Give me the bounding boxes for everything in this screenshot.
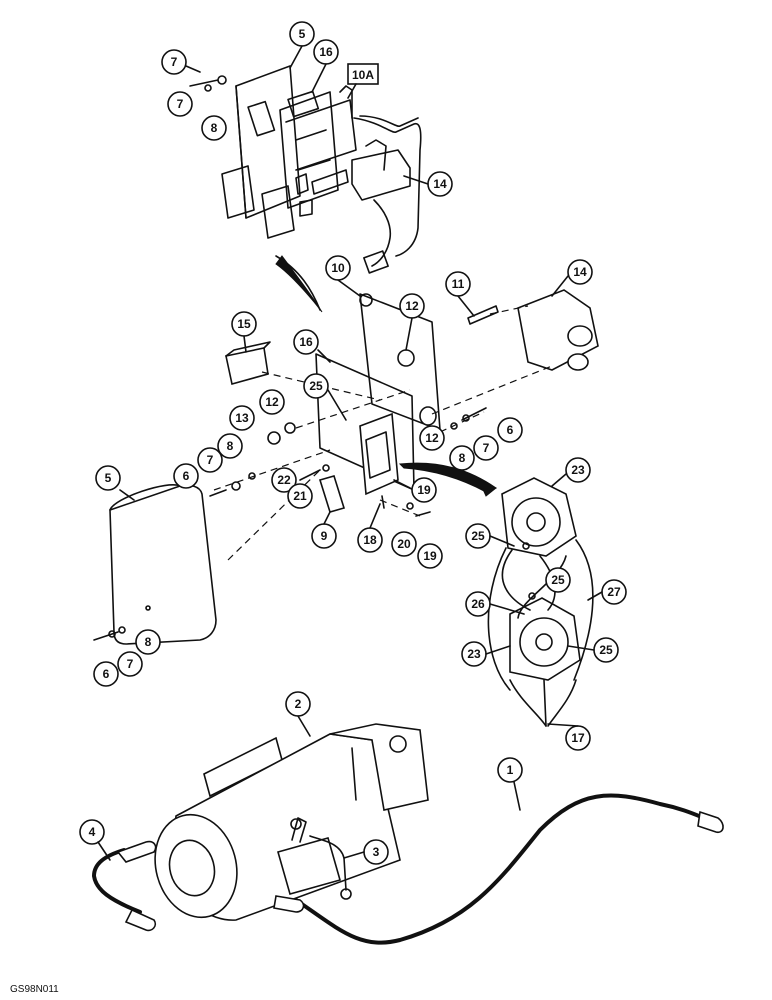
starter-motor <box>154 723 429 921</box>
cables <box>91 793 724 945</box>
callout-26-mid: 25 <box>551 573 565 587</box>
callout-8-left: 8 <box>227 439 234 453</box>
callout-23: 22 <box>277 473 291 487</box>
callout-13: 12 <box>265 395 279 409</box>
callout-12-top: 12 <box>405 299 419 313</box>
inset-assembly <box>189 65 422 313</box>
callout-17: 16 <box>319 45 333 59</box>
callout-7: 7 <box>177 97 184 111</box>
callout-8-right: 8 <box>459 451 466 465</box>
callout-4: 4 <box>89 825 96 839</box>
callout-12: 12 <box>425 431 439 445</box>
callout-15-top: 14 <box>433 177 447 191</box>
callout-19: 19 <box>417 483 431 497</box>
callout-10a: 10A <box>352 68 374 82</box>
callout-6: 7 <box>171 55 178 69</box>
callout-20: 19 <box>423 549 437 563</box>
callout-8-bottom: 8 <box>145 635 152 649</box>
callout-7-right: 7 <box>483 441 490 455</box>
callout-6-left: 6 <box>183 469 190 483</box>
callout-22: 21 <box>293 489 307 503</box>
leader-lines <box>97 45 603 861</box>
figure-reference: GS98N011 <box>10 984 59 995</box>
relay-assembly <box>209 289 599 561</box>
relay-cover <box>93 484 217 645</box>
callout-24-top: 23 <box>571 463 585 477</box>
callout-24: 23 <box>467 647 481 661</box>
callout-8: 8 <box>211 121 218 135</box>
callout-27: 26 <box>471 597 485 611</box>
callout-28: 27 <box>607 585 621 599</box>
callout-14: 13 <box>235 411 249 425</box>
callout-26-left: 25 <box>471 529 485 543</box>
callout-6-bottom: 6 <box>103 667 110 681</box>
relay-socket-detail <box>487 477 594 727</box>
callout-18: 18 <box>363 533 377 547</box>
callout-16: 15 <box>237 317 251 331</box>
callout-5-cover: 5 <box>105 471 112 485</box>
callout-9: 9 <box>321 529 328 543</box>
callout-1: 1 <box>507 763 514 777</box>
callout-21: 20 <box>397 537 411 551</box>
callout-7-bottom: 7 <box>127 657 134 671</box>
callout-6-right: 6 <box>507 423 514 437</box>
callouts: 7 5 16 10A 7 8 14 10 11 14 12 15 16 25 1… <box>79 21 627 865</box>
callout-15: 14 <box>573 265 587 279</box>
callout-17-mid: 16 <box>299 335 313 349</box>
callout-26-right: 25 <box>599 643 613 657</box>
callout-3: 3 <box>373 845 380 859</box>
callout-5: 5 <box>299 27 306 41</box>
callout-11: 11 <box>452 277 465 291</box>
callout-2: 2 <box>295 697 302 711</box>
callout-18-detail: 17 <box>571 731 585 745</box>
callout-7-left: 7 <box>207 453 214 467</box>
callout-10: 10 <box>331 261 345 275</box>
callout-25: 25 <box>309 379 323 393</box>
